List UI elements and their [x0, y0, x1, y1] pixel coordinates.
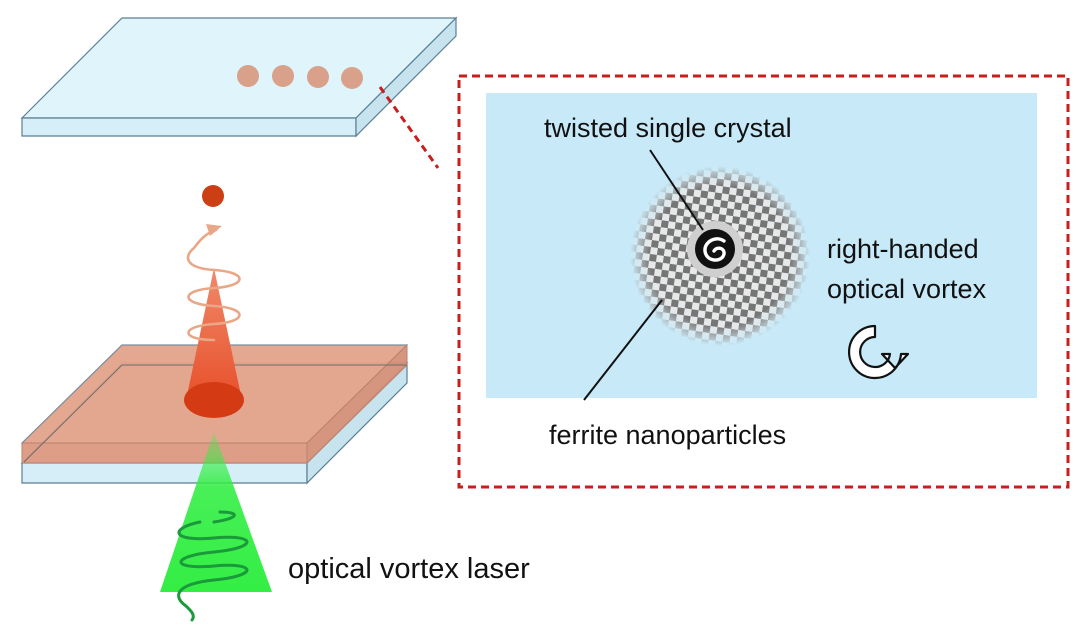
droplet	[237, 65, 259, 87]
orange-spiral-arrowhead	[206, 224, 222, 236]
droplet	[307, 66, 329, 88]
droplet	[272, 65, 294, 87]
orange-spiral-icon	[186, 228, 241, 342]
laser-beam	[160, 432, 272, 592]
top-glass-plate	[20, 16, 458, 138]
nanoparticles-label: ferrite nanoparticles	[549, 420, 786, 450]
vortex-label-line1: right-handed	[827, 234, 979, 264]
nanoparticle-leader-line	[583, 299, 663, 401]
droplet	[341, 67, 363, 89]
zoom-connector-line	[378, 86, 440, 169]
laser-label: optical vortex laser	[288, 553, 530, 585]
clockwise-arrow-icon	[847, 324, 910, 380]
crystal-label: twisted single crystal	[544, 113, 792, 143]
green-spiral-icon	[177, 520, 249, 622]
twisted-crystal	[687, 221, 743, 277]
swirl-icon	[703, 237, 726, 262]
ejected-particle	[202, 185, 224, 207]
droplet-row	[237, 65, 363, 89]
vortex-label-line2: optical vortex	[827, 274, 987, 304]
green-spiral-back	[212, 510, 236, 524]
crystal-leader-line	[649, 149, 704, 231]
plume-cone	[184, 268, 244, 418]
